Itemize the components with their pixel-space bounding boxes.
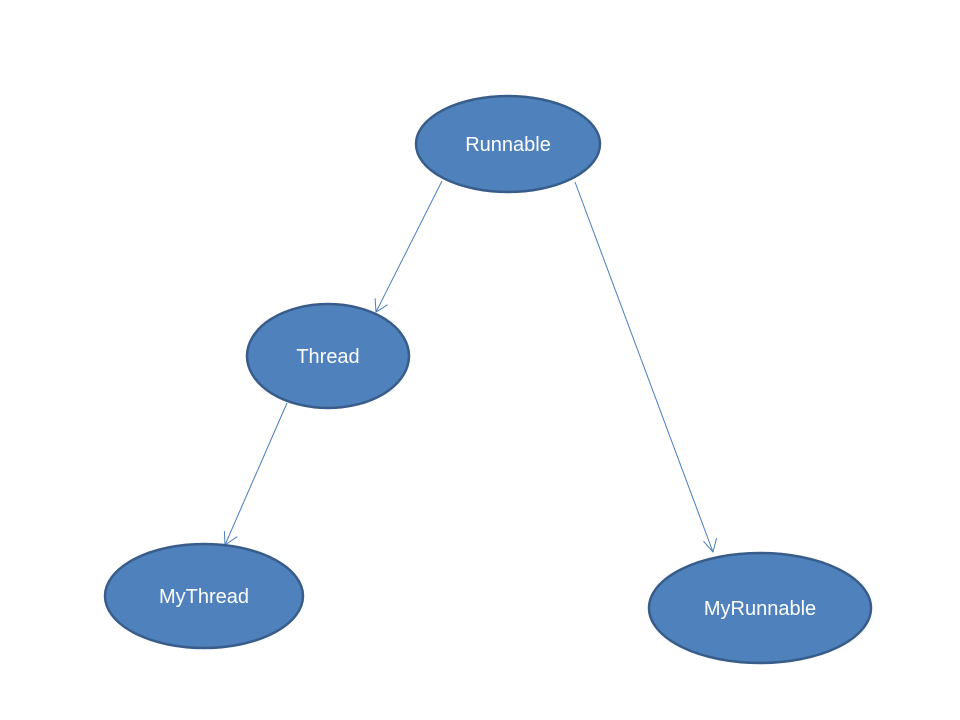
node-thread: Thread [245, 302, 411, 410]
arrowhead-icon [703, 537, 718, 554]
edge-thread-to-mythread [223, 402, 288, 546]
node-myrunnable: MyRunnable [647, 551, 873, 665]
edge-line [375, 180, 443, 313]
edge-line [224, 402, 288, 546]
node-ellipse [245, 302, 411, 410]
edge-runnable-to-myrunnable [574, 181, 718, 554]
nodes-layer: Runnable Thread MyThread MyRunnable [103, 94, 873, 665]
edge-line [574, 181, 714, 553]
node-runnable: Runnable [414, 94, 602, 194]
node-label-mythread: MyThread [159, 586, 249, 608]
edge-runnable-to-thread [374, 180, 443, 313]
node-mythread: MyThread [103, 542, 305, 650]
node-ellipse [103, 542, 305, 650]
node-label-thread: Thread [296, 346, 359, 368]
node-ellipse [414, 94, 602, 194]
edges-layer [223, 180, 718, 554]
node-label-runnable: Runnable [465, 134, 551, 156]
node-label-myrunnable: MyRunnable [704, 598, 816, 620]
node-ellipse [647, 551, 873, 665]
arrowhead-icon [374, 298, 388, 313]
